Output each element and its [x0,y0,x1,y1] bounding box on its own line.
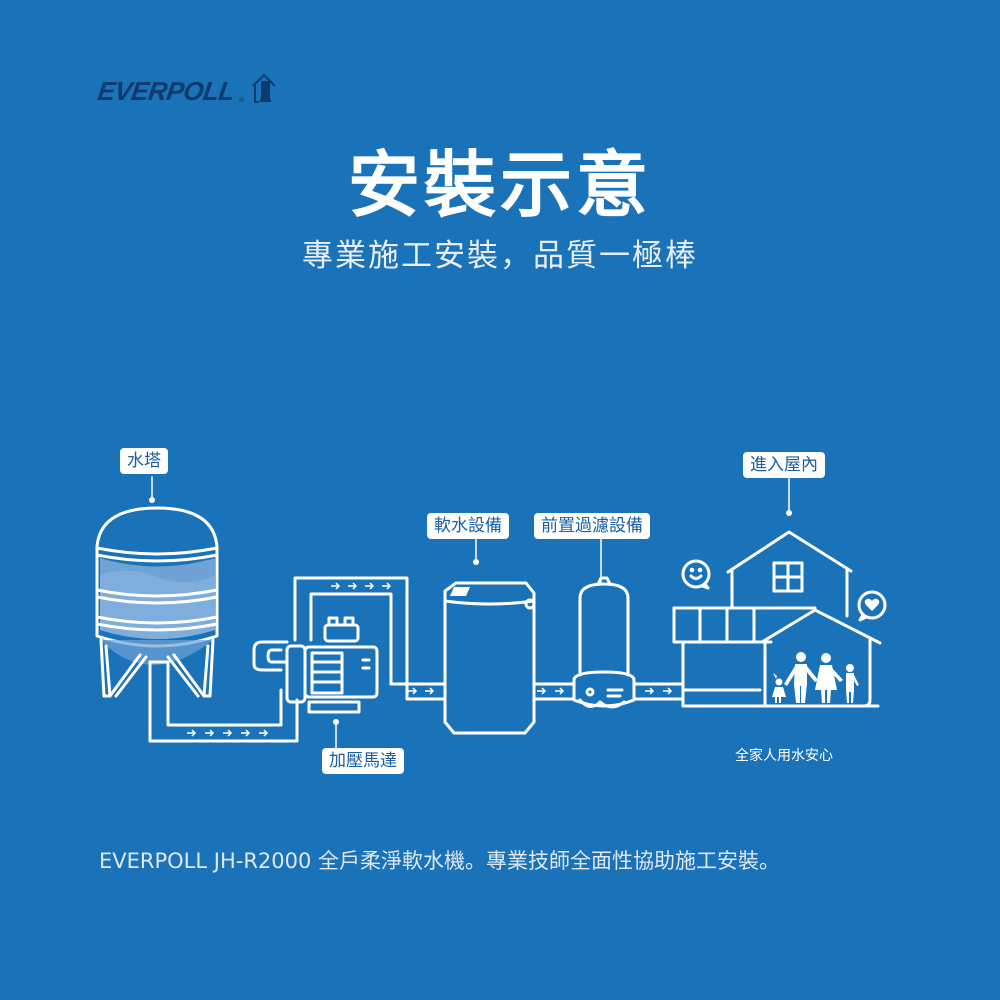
flow-arrows-pump-top [331,582,392,590]
label-enter-house: 進入屋內 [743,452,825,478]
label-booster-pump: 加壓馬達 [322,748,404,774]
brand-logo: EVERPOLL ® [96,72,277,106]
house-filter-icon [252,73,276,103]
footer-text: EVERPOLL JH-R2000 全戶柔淨軟水機。專業技師全面性協助施工安裝。 [99,849,781,873]
water-softener-icon [443,581,536,735]
water-tower-icon [95,506,219,698]
family-icon [772,652,859,703]
smile-bubble-icon [681,559,711,590]
page-title: 安裝示意 [347,143,652,227]
heart-bubble-icon [857,590,887,622]
flow-arrows-softener-filter [537,687,565,695]
pre-filter-icon [572,576,636,709]
booster-pump-icon [252,616,379,714]
house-icon [672,530,882,708]
registered-mark: ® [238,96,246,104]
label-pre-filter: 前置過濾設備 [534,513,650,539]
flow-arrows-pump-softener [408,687,435,695]
family-caption: 全家人用水安心 [735,748,833,764]
page-subtitle: 專業施工安裝，品質一極棒 [302,238,698,274]
label-water-tower: 水塔 [120,448,168,474]
flow-arrows-tower-pump [187,729,269,737]
flow-arrows-filter-house [645,687,673,695]
label-water-softener: 軟水設備 [427,513,509,539]
